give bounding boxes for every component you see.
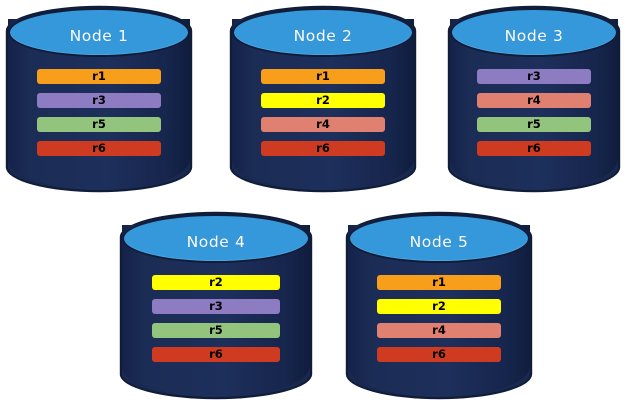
replica-bar-r3[interactable]: r3: [476, 69, 592, 84]
node-title: Node 4: [186, 233, 246, 251]
node-title: Node 3: [504, 27, 564, 45]
replica-stack: r1 r2 r4 r6: [232, 69, 414, 156]
replica-bar-r1[interactable]: r1: [377, 275, 501, 290]
replica-bar-r4[interactable]: r4: [377, 323, 501, 338]
cylinder-top-ellipse: [348, 214, 530, 264]
replica-bar-r6[interactable]: r6: [476, 141, 592, 156]
database-node-1[interactable]: Node 1 r1 r3 r5 r6: [8, 8, 190, 190]
node-title: Node 2: [293, 27, 353, 45]
replica-bar-r6[interactable]: r6: [261, 141, 385, 156]
cylinder-top-ellipse: [232, 8, 414, 58]
cylinder-top-ellipse: [122, 214, 310, 264]
replica-bar-r1[interactable]: r1: [37, 69, 161, 84]
database-node-4[interactable]: Node 4 r2 r3 r5 r6: [122, 214, 310, 397]
replica-bar-r3[interactable]: r3: [37, 93, 161, 108]
replica-bar-r5[interactable]: r5: [37, 117, 161, 132]
replica-stack: r3 r4 r5 r6: [450, 69, 618, 156]
replica-stack: r2 r3 r5 r6: [122, 275, 310, 362]
node-title: Node 5: [409, 233, 469, 251]
replica-bar-r4[interactable]: r4: [261, 117, 385, 132]
replica-bar-r6[interactable]: r6: [152, 347, 280, 362]
replica-bar-r2[interactable]: r2: [377, 299, 501, 314]
replica-bar-r2[interactable]: r2: [152, 275, 280, 290]
database-node-3[interactable]: Node 3 r3 r4 r5 r6: [450, 8, 618, 190]
replica-bar-r2[interactable]: r2: [261, 93, 385, 108]
replica-bar-r4[interactable]: r4: [476, 93, 592, 108]
replica-bar-r5[interactable]: r5: [152, 323, 280, 338]
node-title: Node 1: [69, 27, 129, 45]
database-node-5[interactable]: Node 5 r1 r2 r4 r6: [348, 214, 530, 397]
database-node-2[interactable]: Node 2 r1 r2 r4 r6: [232, 8, 414, 190]
cylinder-top-ellipse: [8, 8, 190, 58]
replica-bar-r6[interactable]: r6: [37, 141, 161, 156]
replica-bar-r1[interactable]: r1: [261, 69, 385, 84]
cylinder-top-ellipse: [450, 8, 618, 58]
replica-bar-r3[interactable]: r3: [152, 299, 280, 314]
replica-bar-r5[interactable]: r5: [476, 117, 592, 132]
replica-stack: r1 r3 r5 r6: [8, 69, 190, 156]
replica-bar-r6[interactable]: r6: [377, 347, 501, 362]
replica-stack: r1 r2 r4 r6: [348, 275, 530, 362]
